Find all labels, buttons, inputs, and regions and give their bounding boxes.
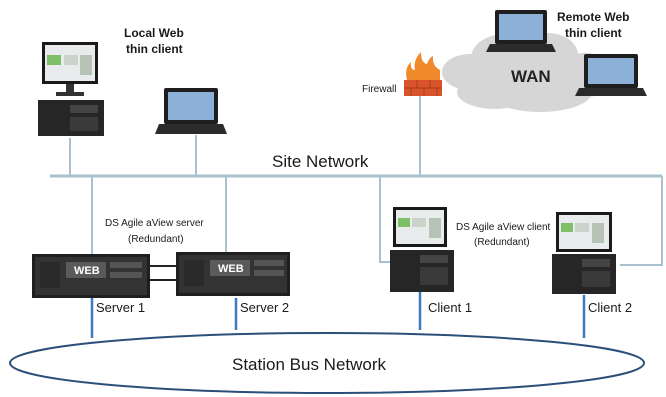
client-1-label: Client 1 — [428, 300, 472, 315]
server-1-label: Server 1 — [96, 300, 145, 315]
firewall-icon — [404, 52, 442, 96]
remote-laptop-1-icon — [486, 10, 556, 52]
site-network-label: Site Network — [272, 152, 369, 171]
client-2-monitor-icon — [556, 212, 612, 252]
drop-client1 — [379, 176, 393, 263]
local-web-pc-icon — [38, 100, 104, 136]
server-1-badge: WEB — [74, 265, 100, 277]
server-caption-line2: (Redundant) — [128, 234, 184, 245]
client-2-label: Client 2 — [588, 300, 632, 315]
server-1-icon — [32, 254, 150, 298]
client-1-pc-icon — [390, 250, 454, 292]
remote-web-label-line1: Remote Web — [557, 10, 629, 24]
server-caption-line1: DS Agile aView server — [105, 218, 204, 229]
client-2-pc-icon — [552, 254, 616, 294]
local-web-monitor-icon — [42, 42, 98, 96]
local-web-label-line1: Local Web — [124, 26, 184, 40]
client-caption-line2: (Redundant) — [474, 237, 530, 248]
server-2-label: Server 2 — [240, 300, 289, 315]
station-bus-ellipse — [9, 332, 645, 394]
firewall-label: Firewall — [362, 84, 396, 95]
server-2-icon — [176, 252, 290, 296]
client-1-monitor-icon — [393, 207, 447, 247]
station-bus-label: Station Bus Network — [232, 355, 387, 374]
local-web-label-line2: thin client — [126, 42, 183, 56]
wan-label: WAN — [511, 67, 551, 86]
client-caption-line1: DS Agile aView client — [456, 222, 551, 233]
remote-web-label-line2: thin client — [565, 26, 622, 40]
drop-client2 — [620, 176, 663, 266]
local-laptop-icon — [155, 88, 227, 134]
remote-laptop-2-icon — [575, 54, 647, 96]
server-2-badge: WEB — [218, 263, 244, 275]
